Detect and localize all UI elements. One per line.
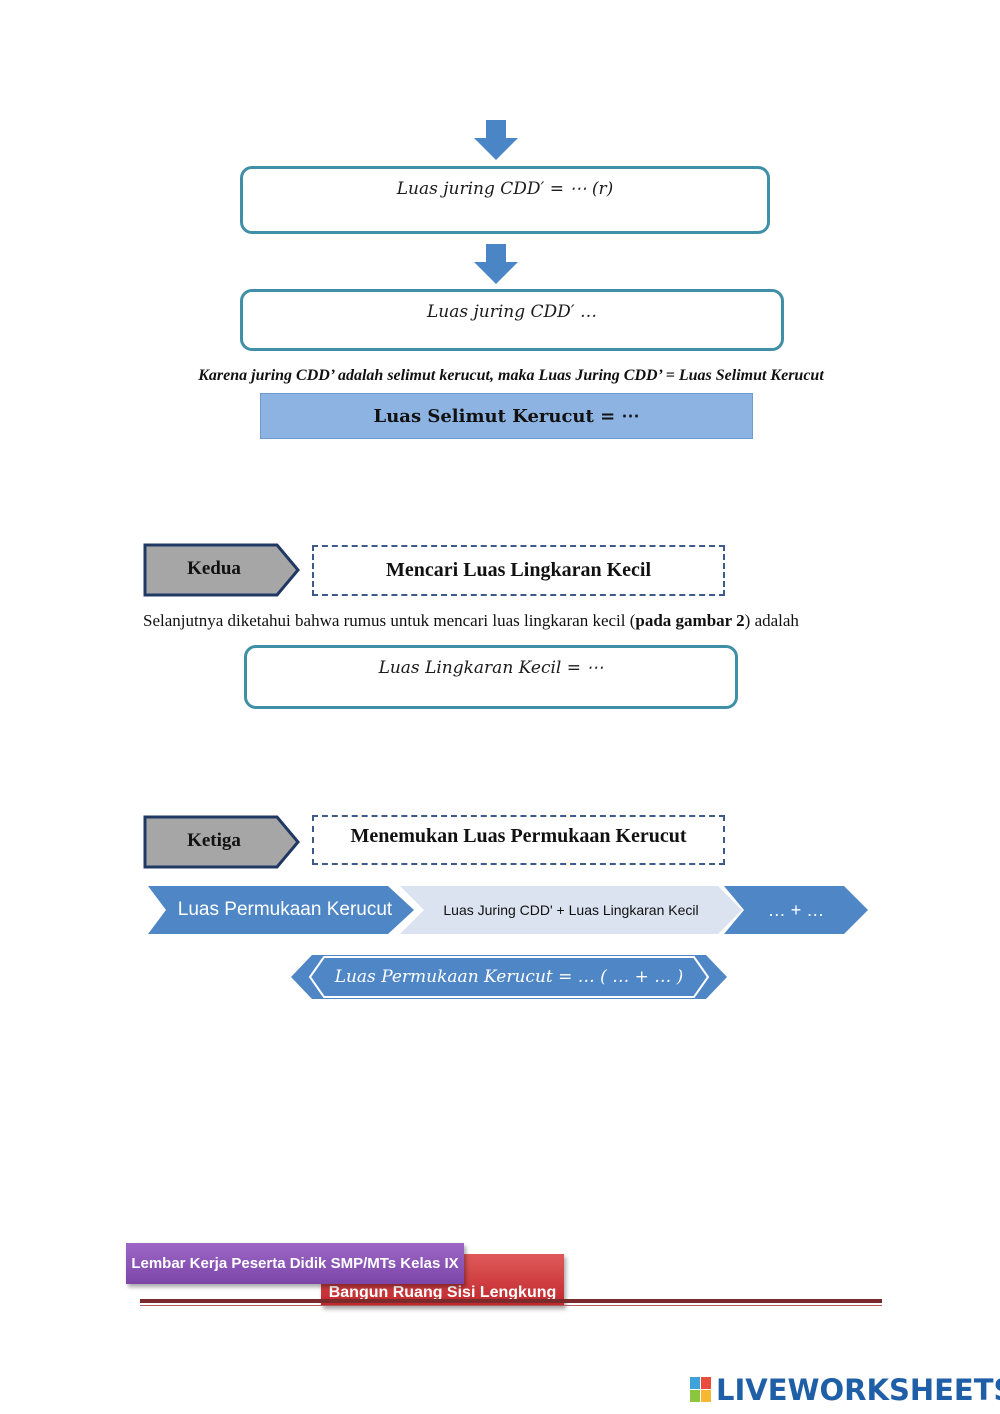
- step-tag-kedua: Kedua: [143, 543, 301, 597]
- chevron-1-shape: [148, 886, 414, 934]
- footer-rule: [140, 1299, 882, 1303]
- footer-topic-text: Bangun Ruang Sisi Lengkung: [328, 1284, 557, 1301]
- chevron-3-label: … + …: [767, 899, 825, 920]
- liveworksheets-logo: LIVEWORKSHEETS: [690, 1372, 1000, 1408]
- chevron-row: [148, 886, 868, 934]
- para-bold: pada gambar 2: [635, 611, 745, 630]
- step2-title: Mencari Luas Lingkaran Kecil: [386, 559, 651, 581]
- chevron-1-label: Luas Permukaan Kerucut: [177, 899, 393, 920]
- juring-formula-box-2: Luas juring CDD′ …: [240, 289, 784, 351]
- selimut-kerucut-box: Luas Selimut Kerucut = ⋯: [260, 393, 753, 439]
- lingkaran-kecil-box: Luas Lingkaran Kecil = ⋯: [244, 645, 738, 709]
- step-tag-shape: [143, 815, 300, 869]
- chevron-2-shape: [400, 886, 742, 934]
- selimut-note: Karena juring CDD’ adalah selimut kerucu…: [198, 367, 824, 384]
- footer-class-text: Lembar Kerja Peserta Didik SMP/MTs Kelas…: [131, 1255, 459, 1272]
- chevron-3-shape: [724, 886, 868, 934]
- juring-formula-text-2: Luas juring CDD′ …: [426, 302, 598, 322]
- selimut-kerucut-text: Luas Selimut Kerucut = ⋯: [373, 405, 640, 427]
- step-tag-shape: [143, 543, 300, 597]
- liveworksheets-wordmark: LIVEWORKSHEETS: [716, 1373, 1000, 1407]
- liveworksheets-icon: [690, 1377, 712, 1403]
- juring-formula-text-1: Luas juring CDD′ = ⋯ (r): [396, 179, 614, 199]
- chevron-2-label: Luas Juring CDD' + Luas Lingkaran Kecil: [443, 902, 699, 918]
- step2-title-box: Mencari Luas Lingkaran Kecil: [312, 545, 725, 596]
- step2-paragraph: Selanjutnya diketahui bahwa rumus untuk …: [143, 611, 799, 631]
- footer-rule-thin: [140, 1305, 882, 1306]
- result-formula: Luas Permukaan Kerucut = … ( … + … ): [334, 967, 684, 987]
- lingkaran-kecil-formula: Luas Lingkaran Kecil = ⋯: [378, 658, 604, 678]
- juring-formula-box-1: Luas juring CDD′ = ⋯ (r): [240, 166, 770, 234]
- down-arrow-icon: [474, 120, 518, 160]
- step3-title: Menemukan Luas Permukaan Kerucut: [350, 825, 687, 847]
- result-banner: [291, 955, 727, 999]
- para-text-2: ) adalah: [744, 611, 799, 630]
- para-text-1: Selanjutnya diketahui bahwa rumus untuk …: [143, 611, 636, 630]
- result-banner-inner: [308, 956, 710, 998]
- footer-badge-class: Lembar Kerja Peserta Didik SMP/MTs Kelas…: [126, 1243, 464, 1284]
- step-tag-label: Kedua: [187, 558, 241, 579]
- step-tag-label: Ketiga: [187, 830, 241, 851]
- step-tag-ketiga: Ketiga: [143, 815, 301, 869]
- down-arrow-icon: [474, 244, 518, 284]
- step3-title-box: Menemukan Luas Permukaan Kerucut: [312, 815, 725, 865]
